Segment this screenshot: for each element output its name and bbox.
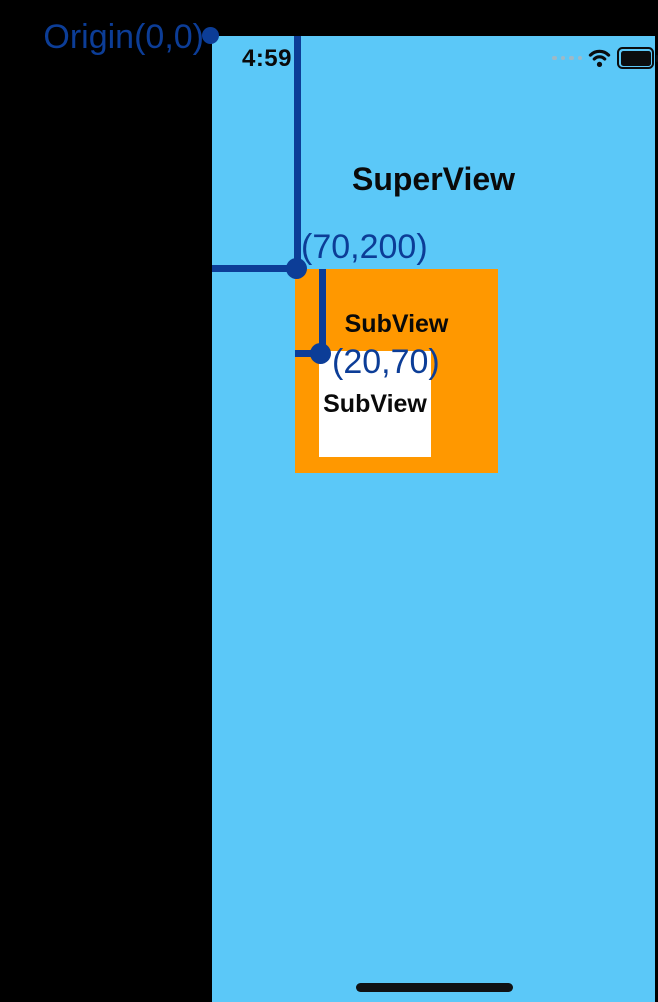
battery-fill [620,50,651,66]
status-bar-icons [552,47,658,69]
signal-dot [577,55,582,61]
white-subview-origin-dot [310,343,331,364]
orange-subview-origin-annotation: (70,200) [301,228,428,266]
battery-nub [655,54,658,62]
signal-dot [552,55,557,61]
wifi-icon [588,49,611,67]
coordinate-hline-y200 [212,265,300,272]
signal-dot [560,55,565,61]
white-subview-label: SubView [323,390,427,418]
origin-annotation-label: Origin(0,0) [43,18,204,56]
signal-dot [569,55,574,61]
orange-subview-origin-dot [286,258,307,279]
status-bar-time: 4:59 [241,45,293,72]
battery-body [617,47,654,69]
superview [212,36,655,1002]
orange-subview-label: SubView [344,310,449,338]
cellular-signal-dots-icon [552,55,582,61]
origin-point-dot [202,27,219,44]
superview-label: SuperView [351,161,516,197]
coordinate-hline-y70 [295,350,321,357]
white-subview-origin-annotation: (20,70) [332,343,440,381]
home-indicator[interactable] [356,983,513,992]
white-subview: SubView [319,351,431,457]
coordinate-vline-x70 [294,36,301,272]
battery-icon [617,47,658,69]
coordinate-vline-x20 [319,269,326,357]
